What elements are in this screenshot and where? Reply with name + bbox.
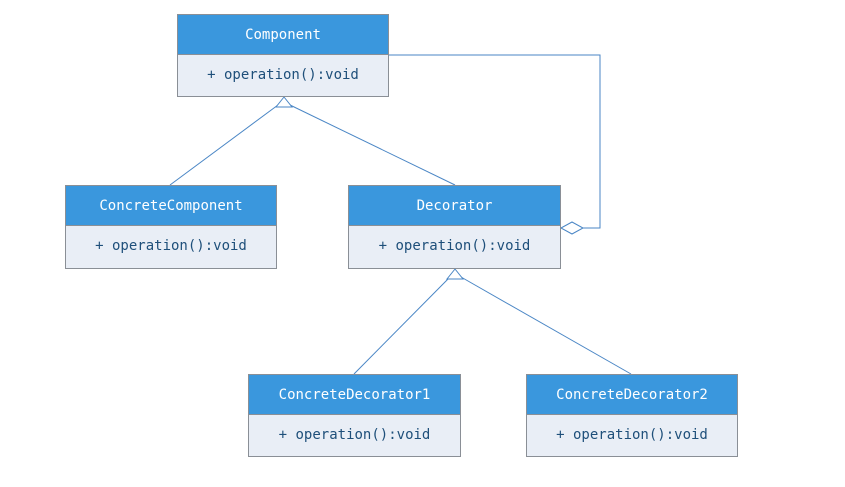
class-component[interactable]: Component + operation():void xyxy=(177,14,389,97)
class-name: ConcreteDecorator2 xyxy=(527,375,737,415)
generalization-line-concretedecorator1 xyxy=(353,276,451,375)
generalization-arrowhead-decorator xyxy=(445,268,465,280)
class-operation: + operation():void xyxy=(556,427,708,443)
class-operation: + operation():void xyxy=(207,67,359,83)
aggregation-line xyxy=(389,54,601,229)
class-name: ConcreteComponent xyxy=(66,186,276,226)
generalization-line-concretecomponent xyxy=(169,104,279,186)
class-operation: + operation():void xyxy=(95,238,247,254)
generalization-line-concretedecorator2 xyxy=(460,276,632,375)
generalization-line-decorator xyxy=(289,104,456,186)
class-name: Component xyxy=(178,15,388,55)
aggregation-diamond xyxy=(559,221,585,235)
generalization-arrowhead-component xyxy=(274,96,294,108)
class-decorator[interactable]: Decorator + operation():void xyxy=(348,185,561,269)
class-concrete-decorator-1[interactable]: ConcreteDecorator1 + operation():void xyxy=(248,374,461,457)
class-name: Decorator xyxy=(349,186,560,226)
class-concrete-component[interactable]: ConcreteComponent + operation():void xyxy=(65,185,277,269)
class-name: ConcreteDecorator1 xyxy=(249,375,460,415)
class-operation: + operation():void xyxy=(278,427,431,443)
class-operation: + operation():void xyxy=(378,238,531,254)
class-concrete-decorator-2[interactable]: ConcreteDecorator2 + operation():void xyxy=(526,374,738,457)
